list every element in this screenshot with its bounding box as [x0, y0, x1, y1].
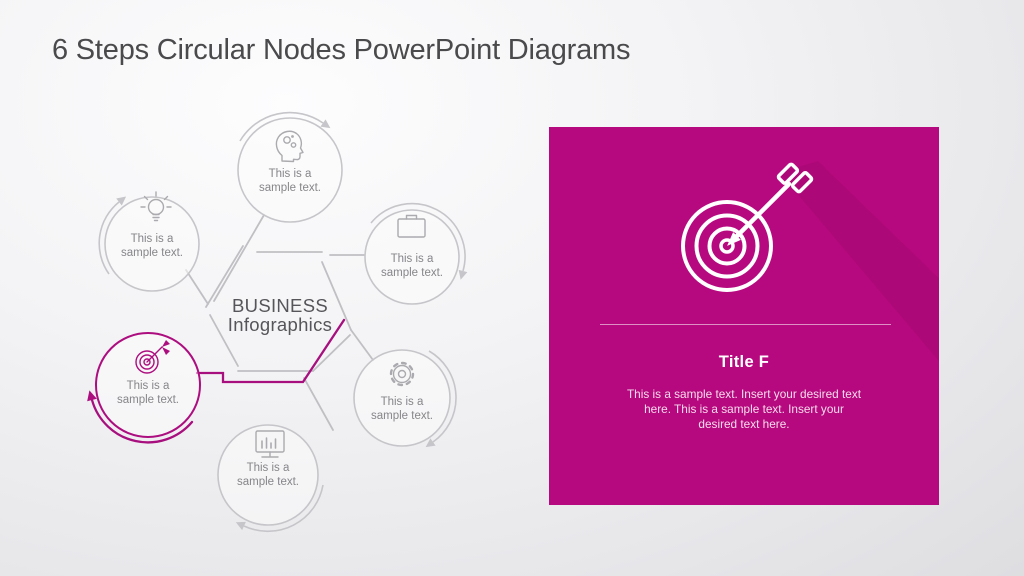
- node-idea[interactable]: This is a sample text.: [98, 191, 200, 292]
- svg-text:This is a: This is a: [247, 462, 290, 474]
- svg-text:BUSINESS: BUSINESS: [232, 295, 328, 316]
- panel-title: Title F: [718, 353, 770, 371]
- svg-text:This is a: This is a: [269, 168, 312, 180]
- panel-divider: [600, 324, 891, 325]
- monitor-chart-icon: [255, 430, 285, 458]
- connector-lines: [185, 214, 374, 431]
- svg-text:This is a: This is a: [391, 253, 434, 265]
- node-business[interactable]: This is a sample text.: [364, 202, 468, 305]
- node-settings[interactable]: This is a sample text.: [353, 349, 457, 451]
- highlight-connector: [195, 318, 346, 384]
- svg-text:sample text.: sample text.: [371, 410, 433, 422]
- node-target[interactable]: This is a sample text.: [85, 332, 201, 444]
- panel-body-line: here. This is a sample text. Insert your: [644, 402, 844, 416]
- center-label: BUSINESS Infographics: [228, 295, 332, 335]
- svg-text:sample text.: sample text.: [381, 267, 443, 279]
- svg-text:sample text.: sample text.: [117, 394, 179, 406]
- lightbulb-icon: [140, 191, 172, 222]
- head-gears-icon: [275, 130, 304, 163]
- briefcase-icon: [397, 214, 426, 238]
- detail-panel[interactable]: Title F This is a sample text. Insert yo…: [549, 127, 939, 505]
- target-arrow-icon: [681, 162, 814, 292]
- node-mind[interactable]: This is a sample text.: [237, 111, 343, 223]
- panel-body: This is a sample text. Insert your desir…: [574, 387, 914, 432]
- svg-text:sample text.: sample text.: [237, 476, 299, 488]
- svg-text:sample text.: sample text.: [121, 247, 183, 259]
- svg-text:sample text.: sample text.: [259, 182, 321, 194]
- svg-text:This is a: This is a: [127, 380, 170, 392]
- gear-icon: [389, 361, 415, 387]
- panel-body-line: desired text here.: [698, 417, 790, 431]
- target-dart-icon: [135, 340, 170, 374]
- panel-body-line: This is a sample text. Insert your desir…: [626, 387, 862, 401]
- circular-nodes-diagram: BUSINESS Infographics This is a sample t…: [85, 111, 468, 533]
- slide-title: 6 Steps Circular Nodes PowerPoint Diagra…: [52, 34, 631, 66]
- node-analytics[interactable]: This is a sample text.: [217, 424, 324, 533]
- svg-text:This is a: This is a: [381, 396, 424, 408]
- svg-text:Infographics: Infographics: [228, 314, 332, 335]
- svg-text:This is a: This is a: [131, 233, 174, 245]
